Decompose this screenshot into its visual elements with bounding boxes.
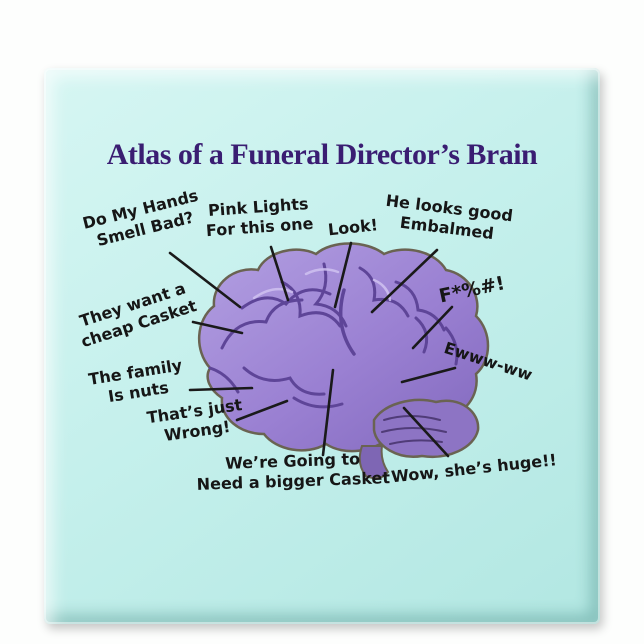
callout-line (400, 366, 457, 384)
magnet-tile: Atlas of a Funeral Director’s Brain (44, 68, 600, 624)
product-title: Atlas of a Funeral Director’s Brain (106, 138, 538, 171)
callout-line (191, 320, 244, 335)
label-need-a-bigger-casket: We’re Going to Need a bigger Casket (196, 448, 391, 496)
callout-line (402, 406, 450, 458)
callout-line (235, 399, 289, 422)
callout-line (321, 368, 335, 457)
callout-line (370, 248, 439, 314)
label-pink-lights-for-this-one: Pink Lights For this one (204, 194, 314, 242)
callout-lines-group (168, 241, 457, 458)
callout-line (269, 245, 290, 302)
callout-line (188, 386, 254, 392)
callout-line (333, 241, 353, 309)
brain-diagram-art (168, 241, 490, 480)
callout-line (168, 251, 242, 309)
brain-illustration (197, 242, 490, 480)
callout-line (411, 305, 454, 350)
